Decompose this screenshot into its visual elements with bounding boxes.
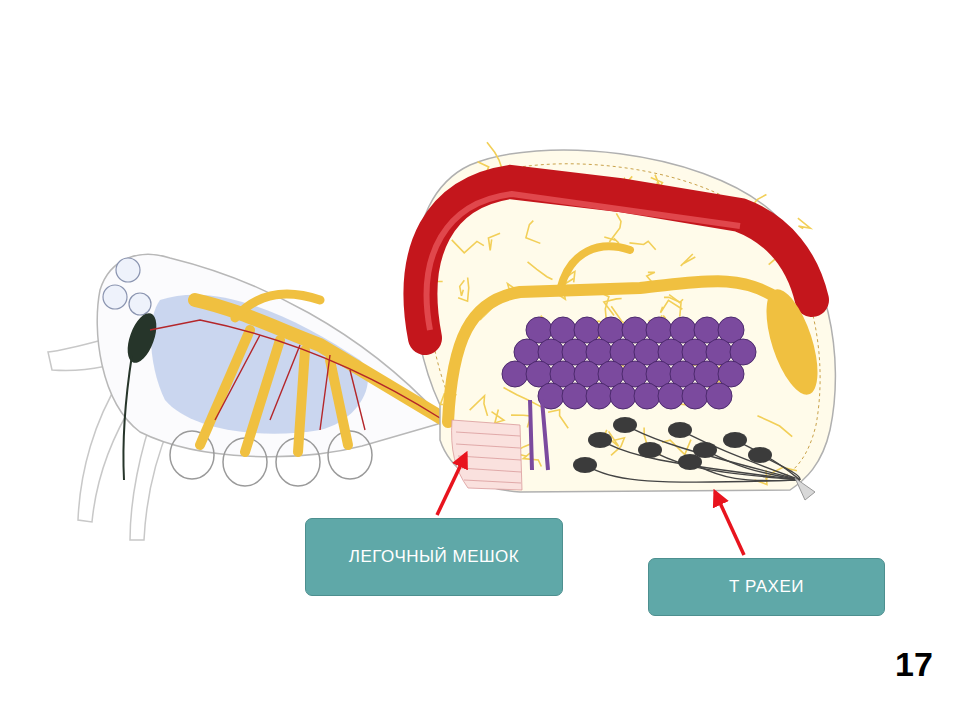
gland-lobe (658, 383, 684, 409)
cloacal-sac (756, 284, 828, 401)
gut-branch (200, 330, 250, 445)
midgut (448, 281, 780, 422)
fat-branch (681, 254, 695, 266)
fat-branch (757, 416, 792, 437)
spinning-gland (678, 454, 702, 470)
silk-glands (502, 317, 756, 409)
fat-branch (604, 237, 619, 243)
label-box: Т РАХЕИ (648, 558, 885, 616)
spinning-gland (588, 432, 612, 448)
gland-duct (680, 430, 800, 480)
gut-branch (298, 350, 305, 452)
lung-book-sac (452, 420, 522, 490)
slide-number: 17 (895, 645, 933, 684)
gland-lobe (586, 383, 612, 409)
fat-branch (528, 262, 553, 280)
gut-branch (235, 294, 320, 318)
fat-branch (662, 440, 691, 455)
gland-lobe (562, 383, 588, 409)
vessel (215, 335, 365, 430)
part-label: ЛЕГОЧНЫЙ МЕШОК (349, 547, 519, 567)
gland-duct (123, 355, 132, 480)
fat-branch (470, 396, 488, 416)
leader-arrow (437, 454, 466, 515)
gland-lobe (502, 361, 528, 387)
eye (129, 293, 151, 315)
cephalo-vessels (150, 320, 440, 430)
gland-duct (625, 425, 800, 480)
spinning-gland (638, 442, 662, 458)
fat-branch (487, 142, 503, 170)
spinning-glands (573, 417, 815, 500)
gland-lobe (634, 383, 660, 409)
fat-branch (660, 300, 682, 312)
spinneret (795, 478, 815, 500)
venom-gland (122, 309, 162, 366)
gland-lobe (706, 383, 732, 409)
fat-branch (504, 387, 543, 407)
gland-duct (600, 440, 800, 480)
fat-branch (491, 410, 503, 423)
eye (103, 285, 127, 309)
eye (116, 258, 140, 282)
purple-duct (530, 400, 548, 470)
gut-branch (560, 246, 630, 290)
gland-lobe (610, 383, 636, 409)
fat-branch (798, 218, 810, 229)
gland-duct (690, 462, 800, 481)
gland-lobe (682, 383, 708, 409)
part-label: Т РАХЕИ (729, 577, 804, 597)
leader-arrow (715, 492, 744, 555)
abdomen-gut (448, 246, 780, 422)
label-box: ЛЕГОЧНЫЙ МЕШОК (305, 518, 563, 596)
fat-branch (488, 233, 500, 250)
spinning-gland (748, 447, 772, 463)
vessel (150, 320, 440, 418)
abdomen-outline (413, 150, 835, 492)
fat-branch (604, 299, 622, 316)
fat-branch (452, 240, 484, 253)
fat-branch (548, 410, 568, 429)
gut-branch (245, 340, 280, 452)
fat-branch (458, 278, 469, 302)
eyes (103, 258, 151, 315)
fat-branch (460, 280, 465, 296)
spinning-gland (668, 422, 692, 438)
spinning-gland (573, 457, 597, 473)
fat-branch (526, 221, 540, 244)
lung-book (452, 420, 522, 490)
gland-duct (735, 440, 800, 480)
gland-duct (650, 450, 800, 480)
gut-branch (330, 360, 348, 445)
cephalothorax-outline (97, 254, 438, 456)
spinning-gland (613, 417, 637, 433)
fat-branch (609, 213, 621, 242)
spinning-gland (723, 432, 747, 448)
